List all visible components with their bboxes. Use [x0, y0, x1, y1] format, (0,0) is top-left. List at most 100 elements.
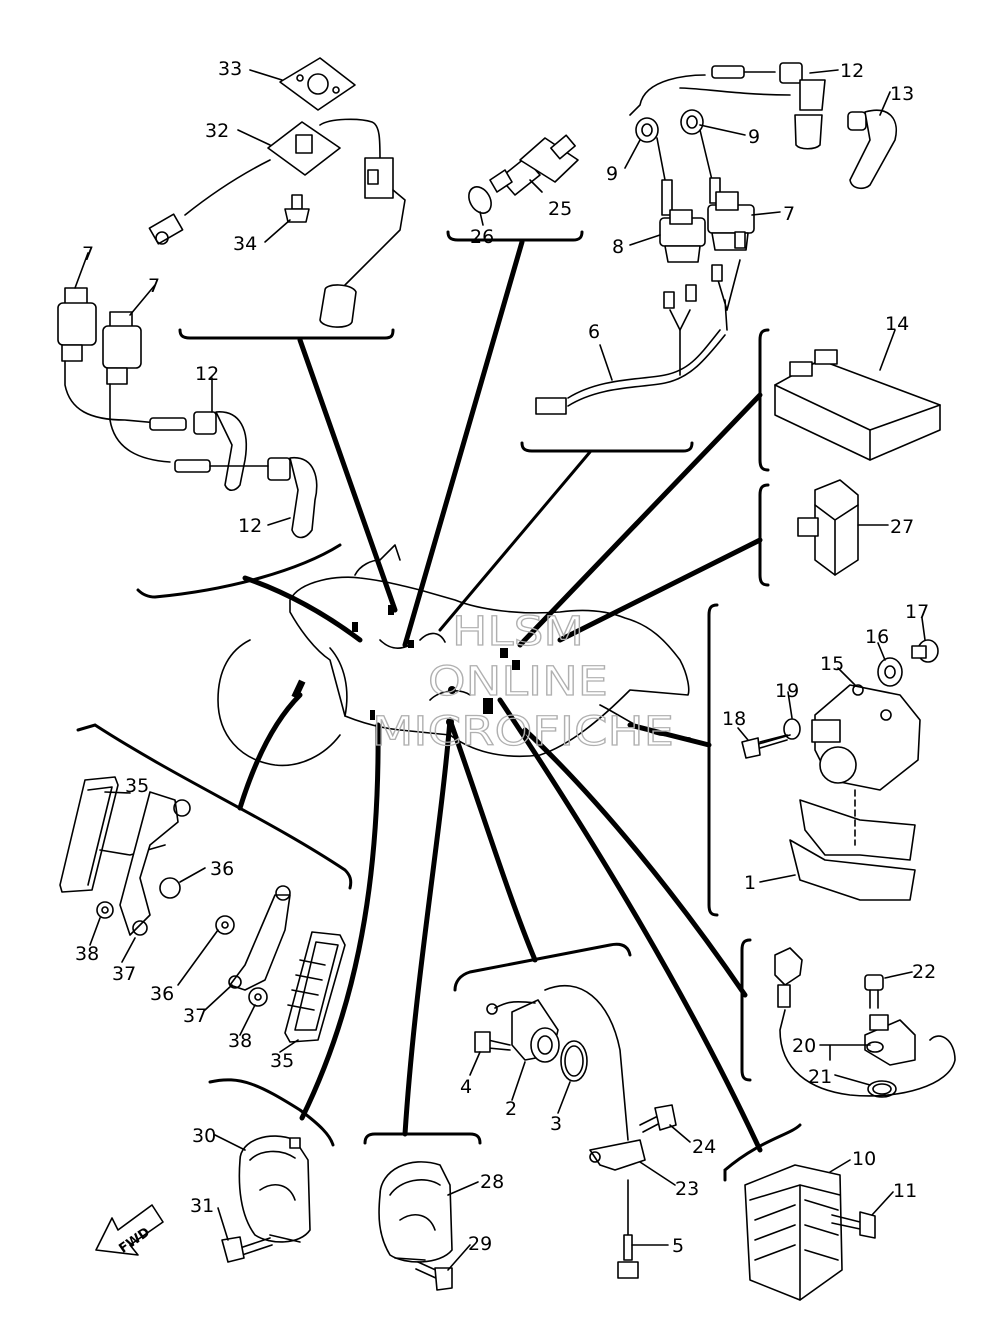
part-28-horn — [378, 1161, 453, 1263]
part-31-bolt — [221, 1236, 273, 1263]
callout-c4: 4 — [460, 1076, 472, 1098]
callout-c22: 22 — [912, 961, 936, 983]
callout-c26: 26 — [470, 226, 494, 248]
part-17-bolt — [911, 639, 939, 663]
callout-c37b: 37 — [183, 1005, 207, 1027]
part-22-bolt — [864, 974, 884, 1009]
part-37-bracket-b — [228, 885, 291, 991]
callout-c11: 11 — [893, 1180, 917, 1202]
part-13-plug-cap — [847, 109, 897, 190]
callout-c30: 30 — [192, 1125, 216, 1147]
callout-c9a: 9 — [748, 126, 760, 148]
callout-c31: 31 — [190, 1195, 214, 1217]
callout-c1: 1 — [744, 872, 756, 894]
callout-c3: 3 — [550, 1113, 562, 1135]
callout-c7a: 7 — [783, 203, 795, 225]
callout-c35b: 35 — [270, 1050, 294, 1072]
part-19-washer — [783, 718, 801, 740]
callout-c21: 21 — [808, 1066, 832, 1088]
callout-c32: 32 — [205, 120, 229, 142]
callout-c35a: 35 — [125, 775, 149, 797]
callout-c7b: 7 — [82, 243, 94, 265]
part-30-horn — [238, 1135, 311, 1243]
part-10-rectifier — [744, 1164, 843, 1301]
callout-c37a: 37 — [112, 963, 136, 985]
callout-c10: 10 — [852, 1148, 876, 1170]
callout-c8: 8 — [612, 236, 624, 258]
callout-c6: 6 — [588, 321, 600, 343]
callout-c38a: 38 — [75, 943, 99, 965]
callout-c7c: 7 — [148, 275, 160, 297]
part-4-bolt — [474, 1031, 511, 1053]
callout-c12a: 12 — [840, 60, 864, 82]
callout-c15: 15 — [820, 653, 844, 675]
part-2-sensor — [486, 999, 560, 1063]
callout-c9b: 9 — [606, 163, 618, 185]
callout-c12b: 12 — [195, 363, 219, 385]
callout-c13: 13 — [890, 83, 914, 105]
part-14-ecu — [774, 349, 941, 461]
callout-c28: 28 — [480, 1171, 504, 1193]
watermark-line-3: MICROFICHE — [372, 709, 674, 755]
callout-c38b: 38 — [228, 1030, 252, 1052]
part-35-reflector-a — [59, 776, 119, 893]
part-12-plug-cap-left — [149, 411, 318, 539]
part-15-sensor — [811, 684, 921, 791]
callout-c16: 16 — [865, 626, 889, 648]
callout-c34: 34 — [233, 233, 257, 255]
part-26-washer — [468, 186, 492, 214]
part-21-o-ring — [867, 1080, 897, 1098]
part-29-bolt — [415, 1261, 453, 1291]
part-25-temp-sensor — [489, 134, 579, 196]
callout-c36b: 36 — [150, 983, 174, 1005]
callout-labels: 3332342526121399786771212142717161519181… — [75, 58, 936, 1257]
callout-c17: 17 — [905, 601, 929, 623]
part-9-grommets — [635, 109, 713, 181]
callout-c24: 24 — [692, 1136, 716, 1158]
callout-c29: 29 — [468, 1233, 492, 1255]
part-8-ignition-coil — [659, 179, 706, 263]
part-27-relay — [797, 479, 859, 576]
callout-c36a: 36 — [210, 858, 234, 880]
part-36-nut-a — [159, 877, 181, 899]
part-7-coil-left-b — [102, 311, 171, 463]
part-23-clamp — [589, 1139, 646, 1171]
callout-c23: 23 — [675, 1178, 699, 1200]
part-24-bolt — [639, 1104, 677, 1133]
part-7-ignition-coil-top — [707, 177, 755, 251]
group-brackets — [76, 230, 802, 1182]
fwd-arrow: FWD — [95, 1204, 164, 1257]
callout-c12c: 12 — [238, 515, 262, 537]
callout-c19: 19 — [775, 680, 799, 702]
watermark-line-2: ONLINE — [428, 659, 608, 705]
callout-c20: 20 — [792, 1035, 816, 1057]
part-34-screw — [284, 194, 310, 223]
callout-c25: 25 — [548, 198, 572, 220]
part-32-fuel-sender — [148, 118, 406, 328]
part-33-gasket — [279, 57, 356, 111]
part-37-bracket-a — [99, 791, 191, 936]
part-16-collar — [877, 657, 903, 687]
part-11-bolt — [831, 1211, 876, 1239]
part-38-washer-b — [248, 987, 268, 1007]
part-12-plug-cap-top — [629, 62, 826, 150]
callout-c14: 14 — [885, 313, 909, 335]
watermark-line-1: HLSM — [452, 609, 584, 655]
callout-c33: 33 — [218, 58, 242, 80]
part-20-sensor — [774, 947, 956, 1097]
part-1-gasket — [789, 789, 916, 901]
part-36-nut-b — [215, 915, 235, 935]
part-6-harness — [535, 231, 746, 415]
part-3-o-ring — [560, 1040, 588, 1082]
callout-c27: 27 — [890, 516, 914, 538]
callout-c5: 5 — [672, 1235, 684, 1257]
part-35-reflector-b — [284, 931, 346, 1043]
part-7-coil-left-a — [57, 287, 181, 426]
watermark: HLSM ONLINE MICROFICHE — [371, 608, 674, 755]
part-38-washer-a — [96, 901, 114, 919]
part-18-screw — [741, 734, 791, 759]
part-5-sensor-lead — [544, 984, 639, 1279]
callout-leaders — [74, 69, 926, 1271]
callout-c2: 2 — [505, 1098, 517, 1120]
